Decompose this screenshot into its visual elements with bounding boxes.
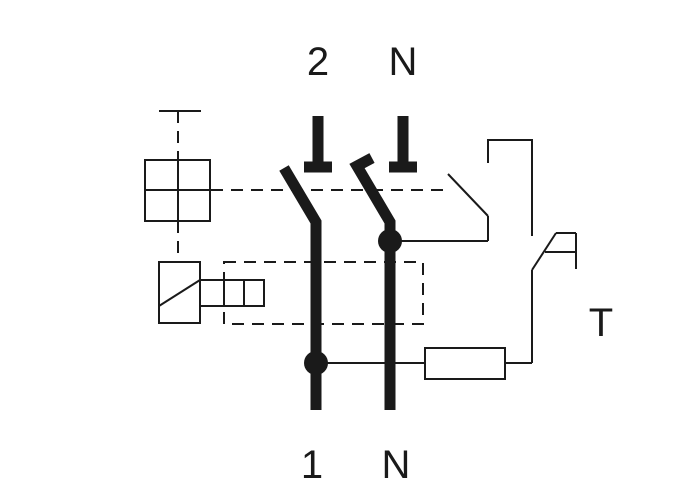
terminal-label-n-top: N bbox=[389, 40, 418, 84]
test-button-label: T bbox=[589, 301, 613, 345]
junction-dot-left bbox=[304, 351, 328, 375]
trip-mechanism-box bbox=[144, 159, 211, 222]
switch-contact-left bbox=[279, 165, 322, 410]
junction-dot-right bbox=[378, 229, 402, 253]
test-button-circuit bbox=[487, 139, 577, 364]
terminal-label-n-bottom: N bbox=[382, 443, 411, 487]
test-resistor bbox=[316, 347, 506, 380]
top-terminal-right bbox=[389, 116, 417, 173]
terminal-label-2: 2 bbox=[307, 40, 329, 84]
auxiliary-contact bbox=[390, 173, 489, 242]
switch-contact-right bbox=[349, 153, 396, 410]
current-transformer bbox=[223, 261, 424, 325]
manual-operator bbox=[159, 110, 201, 160]
relay-coil bbox=[158, 261, 265, 324]
top-terminal-left bbox=[304, 116, 332, 173]
terminal-label-1: 1 bbox=[301, 443, 323, 487]
